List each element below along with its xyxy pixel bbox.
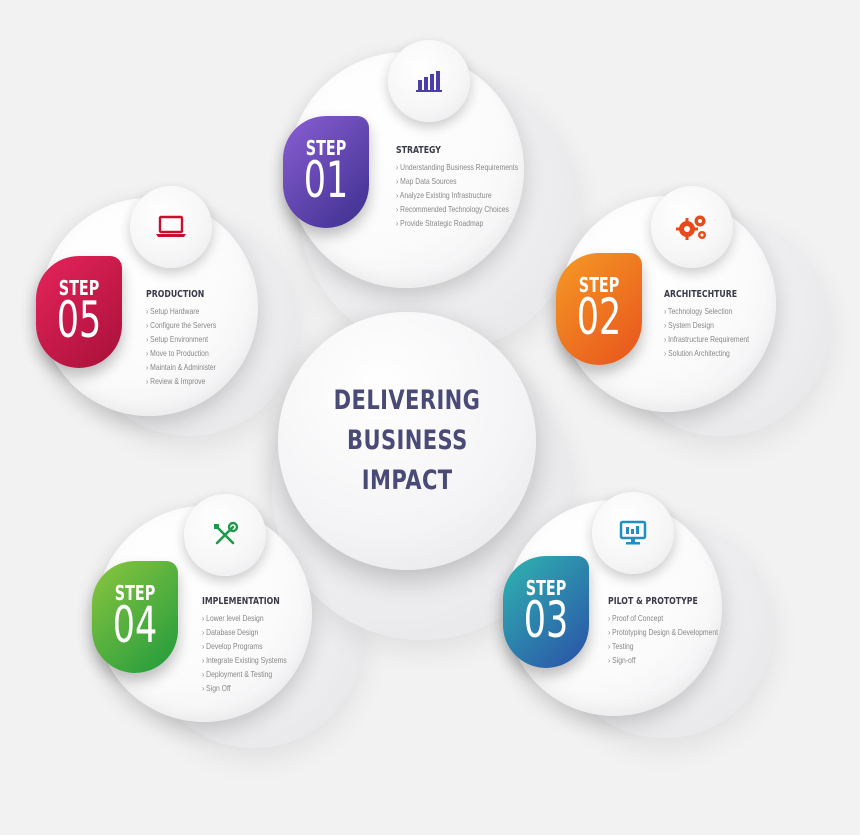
list-item: › Develop Programs xyxy=(202,641,263,651)
center-title-line: BUSINESS xyxy=(346,425,468,456)
step-03-badge: STEP 03 xyxy=(503,556,589,668)
step-items: › Understanding Business Requirements › … xyxy=(396,160,549,230)
list-item: › Sign-off xyxy=(608,655,636,665)
list-item: › Move to Production xyxy=(146,348,209,358)
step-number: 03 xyxy=(523,591,569,649)
step-01-badge: STEP 01 xyxy=(283,116,369,228)
list-item: › Database Design xyxy=(202,627,259,637)
gears-icon xyxy=(676,215,706,240)
step-01-info: STRATEGY › Understanding Business Requir… xyxy=(396,145,549,230)
step-title: STRATEGY xyxy=(396,145,441,156)
step-title: PRODUCTION xyxy=(146,289,205,300)
list-item: › Deployment & Testing xyxy=(202,669,273,679)
center-title-line: DELIVERING xyxy=(333,385,481,416)
list-item: › Infrastructure Requirement xyxy=(664,334,750,344)
step-04-badge: STEP 04 xyxy=(92,561,178,673)
step-items: › Setup Hardware › Configure the Servers… xyxy=(146,304,234,388)
center-circle: DELIVERING BUSINESS IMPACT xyxy=(278,312,536,570)
step-02-icon-bubble xyxy=(651,186,733,268)
list-item: › Setup Environment xyxy=(146,334,208,344)
list-item: › System Design xyxy=(664,320,714,330)
list-item: › Analyze Existing Infrastructure xyxy=(396,190,492,200)
step-number: 05 xyxy=(56,291,102,349)
step-03-icon-bubble xyxy=(592,492,674,574)
step-label: STEP xyxy=(525,576,567,600)
step-05-icon-bubble xyxy=(130,186,212,268)
list-item: › Technology Selection xyxy=(664,306,733,316)
step-items: › Technology Selection › System Design ›… xyxy=(664,304,770,360)
step-01-icon-bubble xyxy=(388,40,470,122)
list-item: › Understanding Business Requirements xyxy=(396,162,519,172)
list-item: › Maintain & Administer xyxy=(146,362,216,372)
step-02-info: ARCHITECHTURE › Technology Selection › S… xyxy=(664,289,770,360)
step-02-badge: STEP 02 xyxy=(556,253,642,365)
list-item: › Integrate Existing Systems xyxy=(202,655,287,665)
monitor-icon xyxy=(619,520,647,545)
list-item: › Configure the Servers xyxy=(146,320,217,330)
step-number: 04 xyxy=(112,596,158,654)
list-item: › Lower level Design xyxy=(202,613,264,623)
step-label: STEP xyxy=(114,581,156,605)
step-items: › Proof of Concept › Prototyping Design … xyxy=(608,611,746,667)
bar-chart-icon xyxy=(416,71,442,92)
step-05-badge: STEP 05 xyxy=(36,256,122,368)
list-item: › Review & Improve xyxy=(146,376,206,386)
list-item: › Sign Off xyxy=(202,683,231,693)
step-label: STEP xyxy=(578,273,620,297)
list-item: › Prototyping Design & Development xyxy=(608,627,718,637)
step-number: 02 xyxy=(576,288,622,346)
list-item: › Map Data Sources xyxy=(396,176,457,186)
tools-icon xyxy=(214,521,239,545)
step-title: ARCHITECHTURE xyxy=(664,289,738,300)
list-item: › Recommended Technology Choices xyxy=(396,204,509,214)
step-items: › Lower level Design › Database Design ›… xyxy=(202,611,308,695)
step-05-info: PRODUCTION › Setup Hardware › Configure … xyxy=(146,289,234,388)
step-03-info: PILOT & PROTOTYPE › Proof of Concept › P… xyxy=(608,596,746,667)
list-item: › Testing xyxy=(608,641,634,651)
list-item: › Proof of Concept xyxy=(608,613,664,623)
step-04-info: IMPLEMENTATION › Lower level Design › Da… xyxy=(202,596,308,695)
step-number: 01 xyxy=(303,151,349,209)
step-label: STEP xyxy=(305,136,347,160)
list-item: › Setup Hardware xyxy=(146,306,200,316)
list-item: › Solution Architecting xyxy=(664,348,730,358)
step-title: IMPLEMENTATION xyxy=(202,596,280,607)
center-title: DELIVERING BUSINESS IMPACT xyxy=(278,312,536,570)
list-item: › Provide Strategic Roadmap xyxy=(396,218,484,228)
laptop-icon xyxy=(156,215,186,237)
step-title: PILOT & PROTOTYPE xyxy=(608,596,698,607)
step-label: STEP xyxy=(58,276,100,300)
step-04-icon-bubble xyxy=(184,494,266,576)
center-title-line: IMPACT xyxy=(361,465,453,496)
